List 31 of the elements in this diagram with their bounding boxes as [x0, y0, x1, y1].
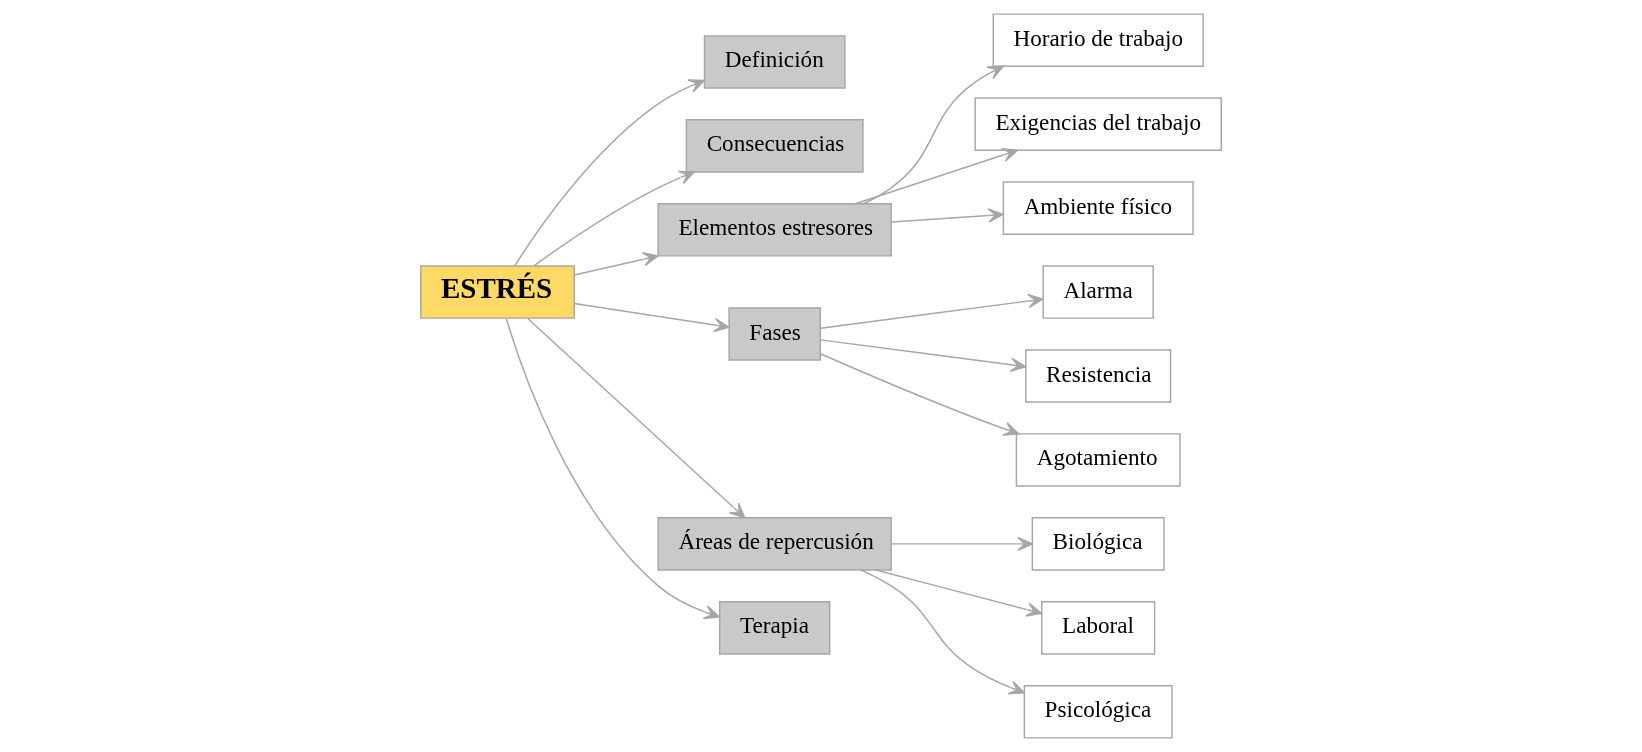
arrow	[505, 317, 720, 620]
arrow	[573, 252, 659, 276]
node-box: ESTRÉS	[420, 265, 575, 319]
node-box: Laboral	[1041, 601, 1156, 655]
node-box: Resistencia	[1025, 349, 1172, 403]
arrow	[890, 536, 1033, 552]
node-box: Áreas de repercusión	[657, 517, 892, 571]
node-box: Alarma	[1042, 265, 1154, 319]
node-box: Definición	[703, 35, 846, 89]
node-box: Ambiente físico	[1002, 181, 1194, 235]
node-box: Exigencias del trabajo	[974, 97, 1222, 151]
node-box: Psicológica	[1023, 685, 1173, 739]
node-box: Terapia	[718, 601, 831, 655]
node-box: Biológica	[1031, 517, 1165, 571]
arrow	[890, 208, 1004, 223]
arrow	[860, 569, 1025, 695]
node-box: Elementos estresores	[657, 203, 892, 257]
arrow	[820, 339, 1027, 372]
arrow	[875, 569, 1043, 617]
node-box: Fases	[728, 307, 821, 361]
arrow	[854, 147, 1018, 205]
node-box: Consecuencias	[685, 119, 864, 173]
arrow	[820, 293, 1044, 329]
arrow	[863, 65, 1004, 205]
arrow	[819, 353, 1020, 436]
node-box: Horario de trabajo	[992, 13, 1204, 67]
arrow	[514, 79, 705, 267]
arrow	[533, 170, 695, 267]
node-box: Agotamiento	[1015, 433, 1181, 487]
arrow	[573, 302, 730, 333]
arrow	[527, 317, 746, 519]
